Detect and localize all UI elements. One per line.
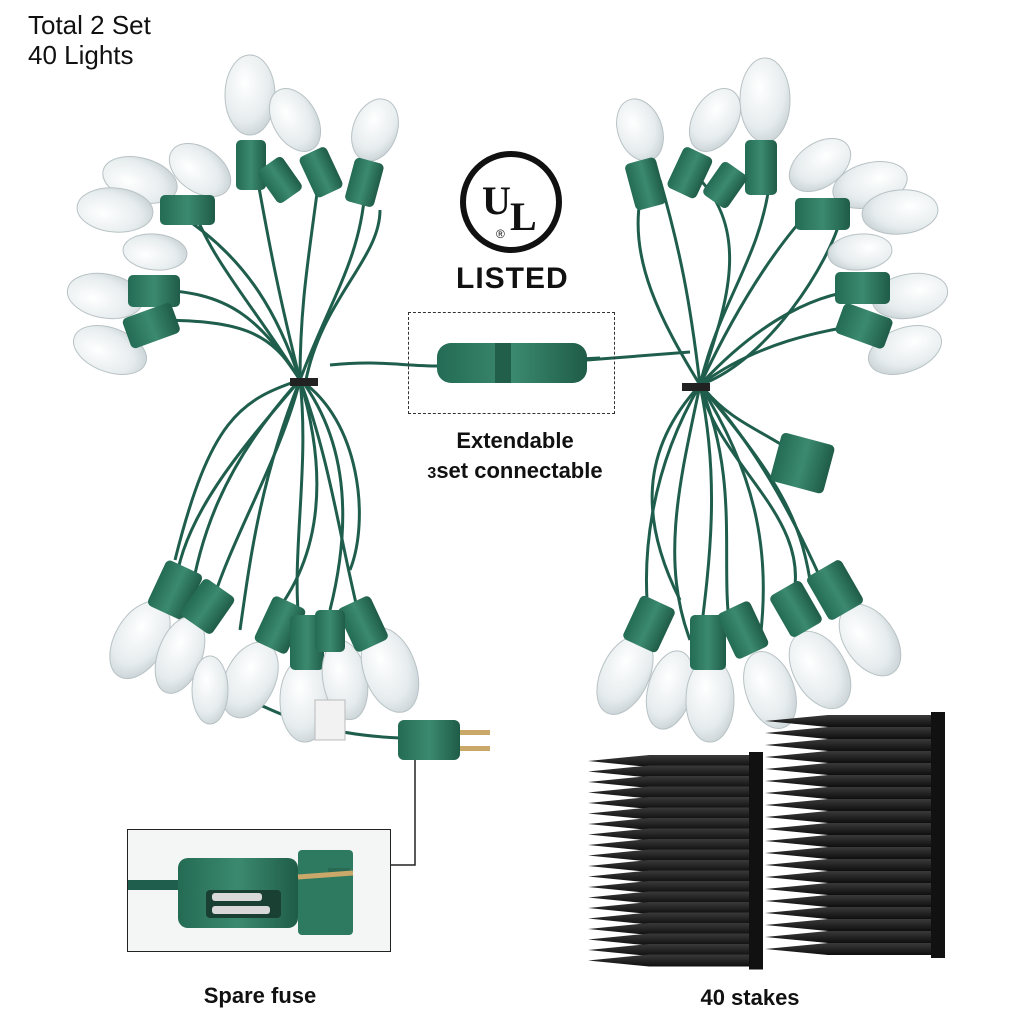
- garden-stake: [588, 881, 763, 893]
- garden-stake: [588, 828, 763, 841]
- garden-stake: [588, 776, 763, 788]
- ul-circle-logo: U L ®: [460, 151, 562, 253]
- garden-stake: [588, 818, 763, 830]
- ul-mark-l: L: [510, 194, 537, 239]
- fuse-plug-closeup: [128, 850, 354, 935]
- garden-stake: [765, 787, 945, 799]
- garden-stake: [588, 954, 763, 967]
- garden-stake: [588, 860, 763, 872]
- ul-listed-badge: U L ® LISTED: [456, 150, 569, 300]
- garden-stake: [765, 835, 945, 847]
- garden-stake: [765, 763, 945, 775]
- right-twist-tie: [682, 383, 710, 391]
- garden-stake: [588, 839, 763, 851]
- heading-line-2: 40 Lights: [28, 40, 134, 70]
- garden-stake: [765, 715, 945, 727]
- garden-stake: [765, 883, 945, 895]
- connectable-text: set connectable: [436, 458, 603, 483]
- spare-fuse-caption: Spare fuse: [203, 983, 317, 1008]
- garden-stake: [588, 912, 763, 925]
- garden-stake: [765, 907, 945, 919]
- connectable-caption: 3set connectable: [400, 458, 630, 484]
- left-bulbs-top: [66, 54, 399, 375]
- garden-stake: [588, 786, 763, 799]
- stake-clip: [931, 940, 945, 958]
- garden-stake: [765, 727, 945, 739]
- listed-label: LISTED: [456, 262, 569, 295]
- male-plug: [314, 699, 490, 866]
- garden-stake: [588, 797, 763, 809]
- center-connector: [435, 343, 691, 383]
- garden-stake: [588, 870, 763, 883]
- heading-line-1: Total 2 Set: [28, 10, 151, 40]
- garden-stake: [588, 849, 763, 862]
- garden-stake: [765, 751, 945, 763]
- female-end-plug: [770, 432, 835, 494]
- garden-stake: [588, 755, 763, 767]
- right-bulbs-bottom: [596, 560, 902, 743]
- garden-stake: [765, 943, 945, 955]
- garden-stake: [588, 891, 763, 904]
- garden-stake: [588, 765, 763, 778]
- garden-stake: [765, 739, 945, 751]
- garden-stake: [765, 823, 945, 835]
- left-bulbs-bottom: [109, 560, 420, 743]
- left-twist-tie: [290, 378, 318, 386]
- garden-stake: [765, 871, 945, 883]
- left-light-string: [149, 164, 441, 740]
- garden-stake: [588, 902, 763, 914]
- garden-stake: [588, 944, 763, 956]
- garden-stake: [765, 811, 945, 823]
- connector-highlight-box: [408, 312, 615, 414]
- garden-stake: [765, 775, 945, 787]
- extendable-caption: Extendable: [456, 428, 574, 453]
- garden-stake: [588, 807, 763, 820]
- stake-clip: [749, 951, 763, 970]
- garden-stake: [588, 933, 763, 946]
- garden-stake: [765, 799, 945, 811]
- ul-mark-u: U: [482, 178, 511, 223]
- garden-stake: [588, 923, 763, 935]
- spare-fuse-inset: [127, 829, 391, 952]
- set-count-heading: Total 2 Set 40 Lights: [28, 10, 151, 70]
- garden-stake: [765, 895, 945, 907]
- right-bulbs-top: [616, 57, 949, 375]
- stakes-bundle: [588, 712, 945, 970]
- stakes-caption: 40 stakes: [700, 985, 800, 1010]
- registered-mark: ®: [496, 227, 505, 241]
- garden-stake: [765, 919, 945, 931]
- garden-stake: [765, 931, 945, 943]
- garden-stake: [765, 847, 945, 859]
- garden-stake: [765, 859, 945, 871]
- connectable-count: 3: [427, 465, 437, 482]
